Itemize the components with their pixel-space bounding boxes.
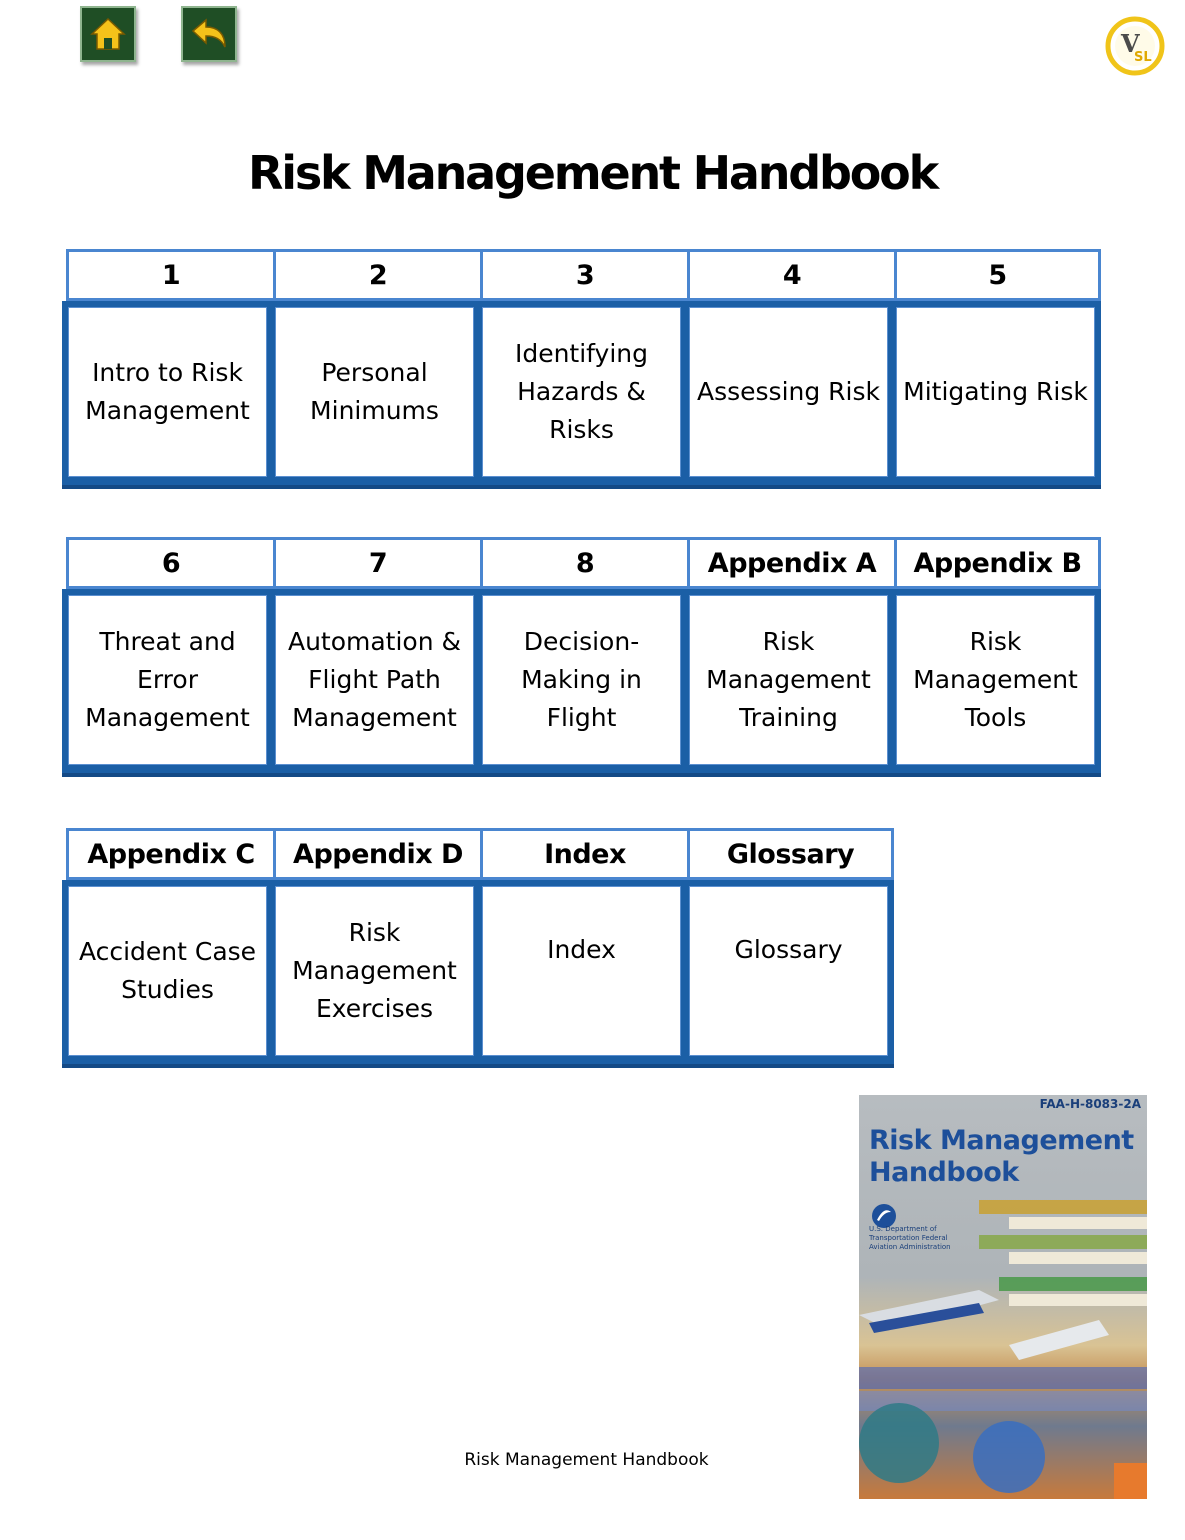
vsl-logo: V SL: [1101, 12, 1169, 80]
appendix-header-a[interactable]: Appendix A: [687, 537, 894, 589]
footer-text: Risk Management Handbook: [464, 1450, 709, 1470]
cover-number: FAA-H-8083-2A: [1039, 1097, 1141, 1111]
chapter-link-5[interactable]: Mitigating Risk: [896, 307, 1095, 477]
chapter-grid-3: Appendix C Appendix D Index Glossary Acc…: [62, 828, 894, 1068]
back-arrow-icon: [191, 18, 226, 48]
index-header[interactable]: Index: [480, 828, 687, 880]
home-button[interactable]: [80, 6, 136, 62]
chapter-link-6[interactable]: Threat and Error Management: [68, 595, 267, 765]
back-button[interactable]: [181, 6, 237, 62]
appendix-link-d[interactable]: Risk Management Exercises: [275, 886, 474, 1056]
cover-title: Risk Management Handbook: [869, 1125, 1134, 1188]
chapter-header-8[interactable]: 8: [480, 537, 687, 589]
chapter-link-1[interactable]: Intro to Risk Management: [68, 307, 267, 477]
home-icon: [90, 17, 126, 50]
logo-letter: V: [1120, 29, 1140, 58]
chapter-link-7[interactable]: Automation & Flight Path Management: [275, 595, 474, 765]
appendix-link-a[interactable]: Risk Management Training: [689, 595, 888, 765]
logo-sub: SL: [1134, 50, 1152, 65]
chapter-header-4[interactable]: 4: [687, 249, 894, 301]
dot-emblem-icon: [872, 1204, 896, 1228]
cover-artwork: [859, 1200, 1147, 1499]
chapter-header-1[interactable]: 1: [66, 249, 273, 301]
chapter-link-4[interactable]: Assessing Risk: [689, 307, 888, 477]
appendix-header-d[interactable]: Appendix D: [273, 828, 480, 880]
chapter-header-7[interactable]: 7: [273, 537, 480, 589]
chapter-link-2[interactable]: Personal Minimums: [275, 307, 474, 477]
chapter-grid-2: 6 7 8 Appendix A Appendix B Threat and E…: [62, 537, 1101, 777]
chapter-grid-1: 1 2 3 4 5 Intro to Risk Management Perso…: [62, 249, 1101, 489]
page-title: Risk Management Handbook: [248, 146, 939, 200]
appendix-header-b[interactable]: Appendix B: [894, 537, 1101, 589]
chapter-header-6[interactable]: 6: [66, 537, 273, 589]
appendix-link-c[interactable]: Accident Case Studies: [68, 886, 267, 1056]
glossary-header[interactable]: Glossary: [687, 828, 894, 880]
chapter-link-3[interactable]: Identifying Hazards & Risks: [482, 307, 681, 477]
chapter-header-5[interactable]: 5: [894, 249, 1101, 301]
chapter-link-8[interactable]: Decision-Making in Flight: [482, 595, 681, 765]
chapter-header-2[interactable]: 2: [273, 249, 480, 301]
chapter-header-3[interactable]: 3: [480, 249, 687, 301]
handbook-cover-image: FAA-H-8083-2A Risk Management Handbook U…: [859, 1095, 1147, 1499]
appendix-link-b[interactable]: Risk Management Tools: [896, 595, 1095, 765]
glossary-link[interactable]: Glossary: [689, 886, 888, 1056]
cover-dept: U.S. Department of Transportation Federa…: [869, 1225, 951, 1251]
appendix-header-c[interactable]: Appendix C: [66, 828, 273, 880]
index-link[interactable]: Index: [482, 886, 681, 1056]
